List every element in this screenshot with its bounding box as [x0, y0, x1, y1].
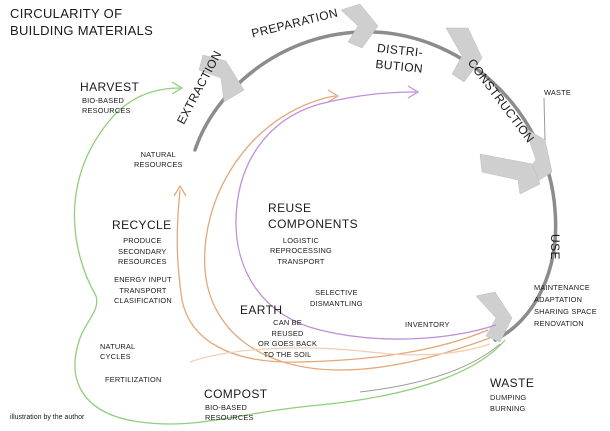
reuse-title: REUSE COMPONENTS: [268, 201, 359, 231]
earth-soil-curve: [189, 343, 491, 363]
chevron-extraction: [198, 54, 245, 103]
reuse-subtitle: LOGISTIC REPROCESSING TRANSPORT: [270, 236, 332, 266]
stage-waste-label: WASTE: [490, 376, 535, 390]
compost-subtitle: BIO-BASED RESOURCES: [205, 403, 254, 422]
harvest-title: HARVEST: [80, 80, 140, 94]
recycle-loop: [176, 189, 489, 363]
earth-subtitle: CAN BE REUSED OR GOES BACK TO THE SOIL: [258, 318, 318, 360]
reuse-extra: SELECTIVE DISMANTLING: [310, 288, 363, 308]
recycle-arrowhead: [173, 184, 187, 197]
harvest-subtitle: BIO-BASED RESOURCES: [82, 96, 131, 115]
chevron-use: [479, 153, 541, 195]
waste-activities-note: DUMPING BURNING: [490, 393, 527, 414]
chevron-distribution: [445, 27, 483, 83]
earth-loop: [203, 95, 491, 371]
chevron-waste: [475, 291, 513, 343]
stage-distribution-label: DISTRI- BUTION: [374, 40, 424, 77]
stage-use-label: USE: [548, 234, 562, 260]
earth-arrowhead: [327, 89, 340, 103]
use-activities-note: MAINTENANCE ADAPTATION SHARING SPACE REN…: [534, 283, 597, 328]
harvest-compost-loop: [73, 87, 506, 425]
recycle-subtitle: PRODUCE SECONDARY RESOURCES: [118, 236, 167, 267]
compost-fertilization: FERTILIZATION: [105, 375, 162, 384]
recycle-extra: ENERGY INPUT TRANSPORT CLASIFICATION: [114, 275, 172, 306]
construction-waste-arrow: [543, 97, 546, 141]
reuse-arrowhead: [407, 85, 420, 99]
earth-title: EARTH: [240, 303, 283, 317]
stage-chevrons: [198, 3, 553, 343]
chevron-preparation: [340, 3, 379, 49]
construction-waste-note: WASTE: [544, 88, 572, 97]
waste-to-bottom-line: [359, 343, 501, 393]
reuse-loop: [235, 91, 497, 340]
main-cycle-arc: [193, 30, 558, 342]
natural-resources-note: NATURAL RESOURCES: [134, 150, 183, 169]
diagram-title: CIRCULARITY OF BUILDING MATERIALS: [10, 6, 154, 39]
harvest-arrowhead: [171, 81, 184, 95]
compost-title: COMPOST: [204, 387, 268, 401]
reuse-inventory: INVENTORY: [405, 320, 450, 329]
recycle-title: RECYCLE: [112, 218, 172, 232]
compost-natural-cycles: NATURAL CYCLES: [100, 342, 136, 361]
credit-text: illustration by the author: [10, 414, 85, 421]
